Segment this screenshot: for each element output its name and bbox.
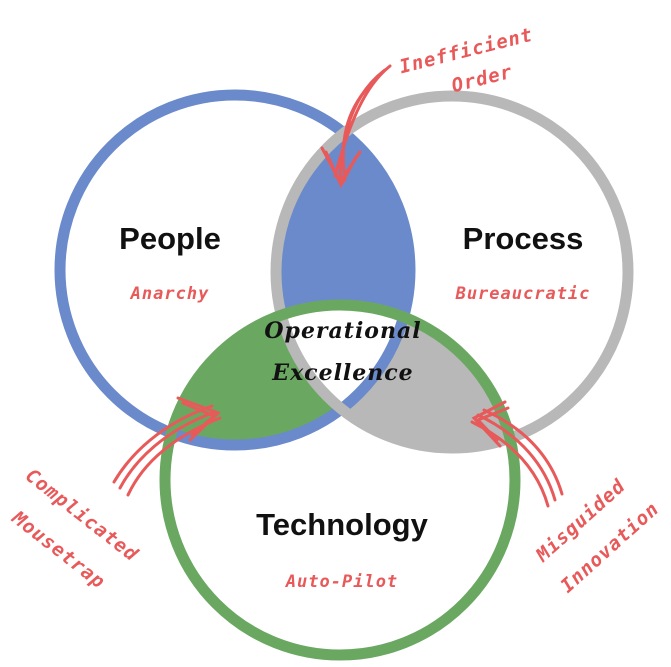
center-line-1: Operational — [264, 318, 421, 344]
process-title: Process — [463, 221, 584, 256]
center-line-2: Excellence — [271, 360, 413, 386]
people-technology-fill — [165, 305, 410, 445]
people-title: People — [119, 221, 221, 256]
arrow-icon — [112, 396, 222, 497]
arrow-icon — [320, 64, 392, 189]
people-circle — [54, 89, 416, 451]
process-circle — [270, 90, 634, 454]
technology-circle — [159, 299, 521, 661]
process-subtitle: Bureaucratic — [455, 284, 591, 304]
process-technology-fill — [276, 305, 515, 448]
callout-inefficient-label-1: Inefficient — [397, 24, 535, 78]
technology-subtitle: Auto-Pilot — [285, 572, 398, 592]
people-technology-overlap — [165, 305, 410, 445]
process-technology-overlap — [276, 305, 515, 448]
technology-title: Technology — [256, 507, 428, 542]
people-subtitle: Anarchy — [130, 284, 210, 304]
arrow-icon — [470, 400, 564, 508]
callout-inefficient-label-2: Order — [449, 61, 515, 97]
